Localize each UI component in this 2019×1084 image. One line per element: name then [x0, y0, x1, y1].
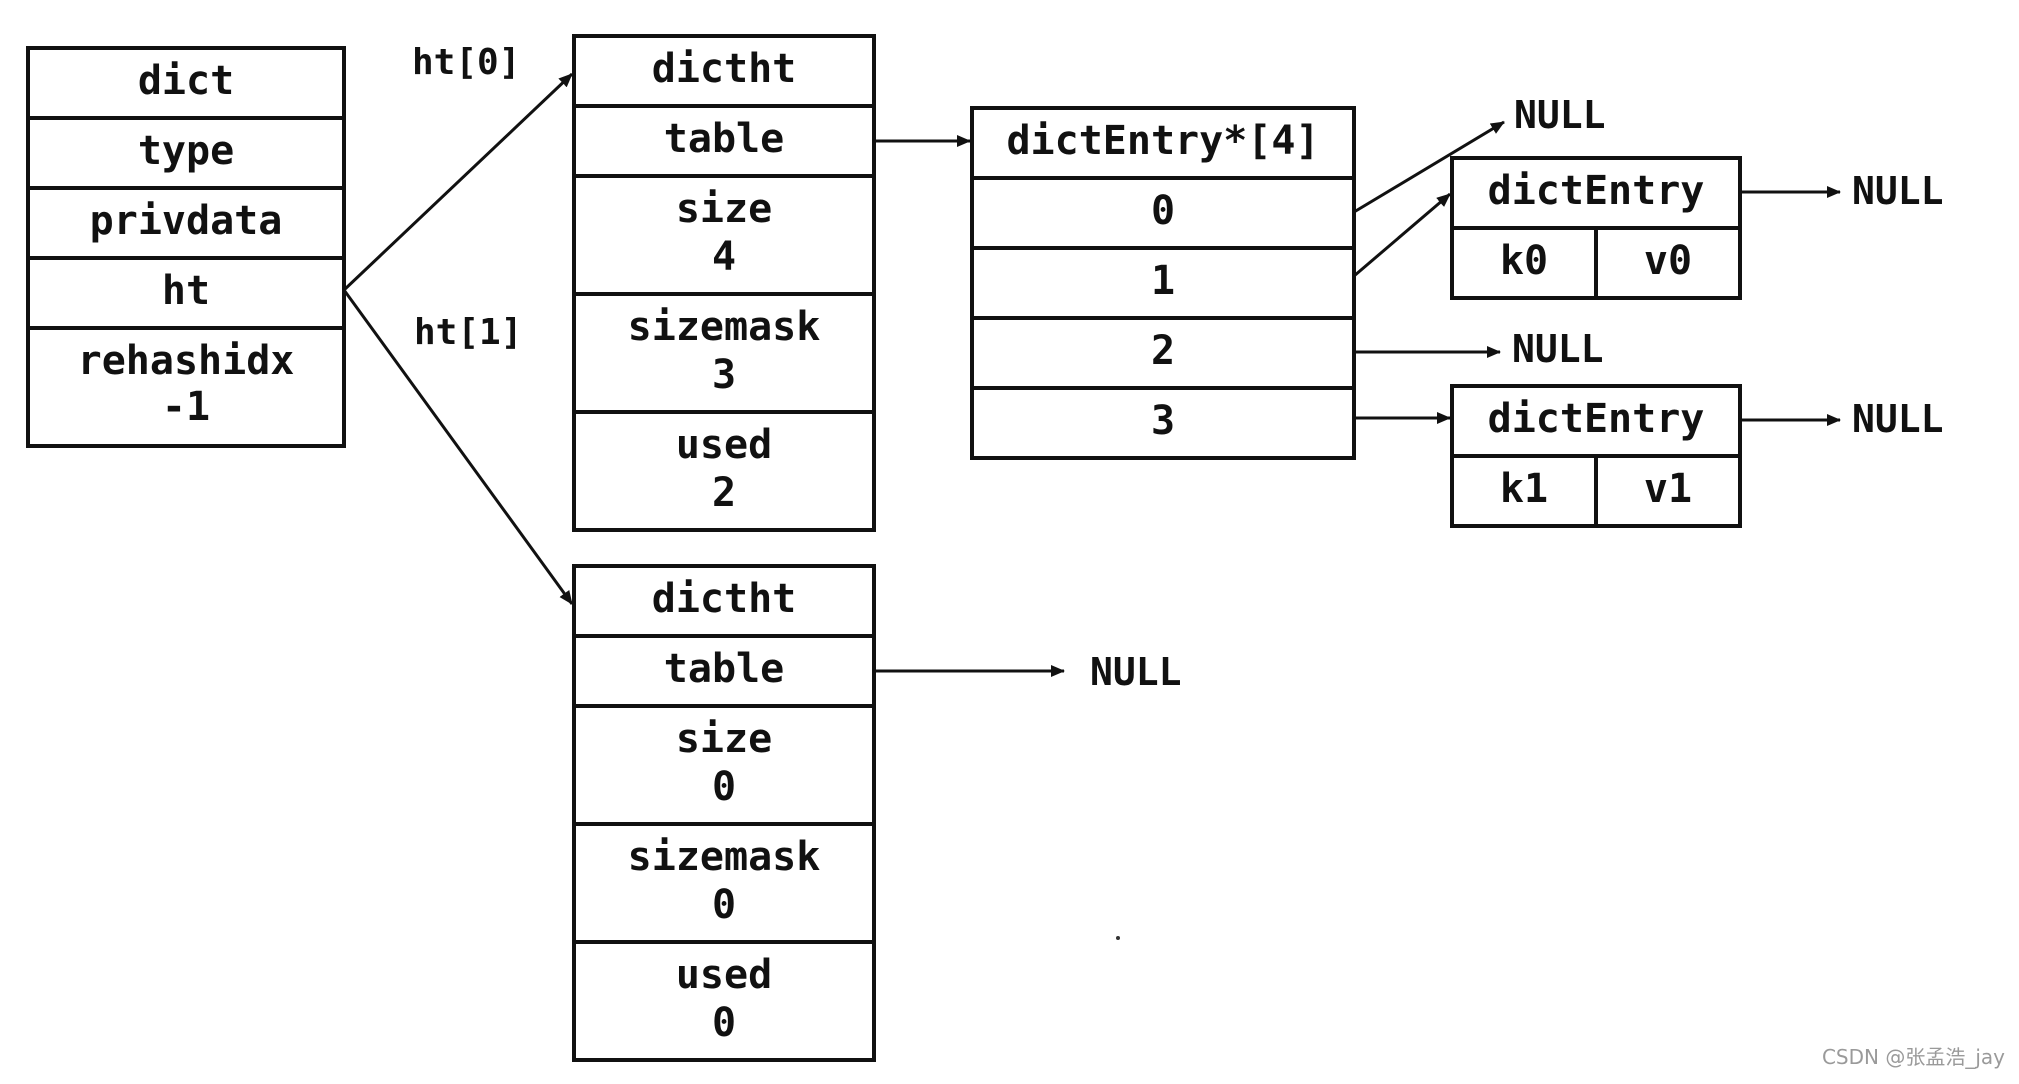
entry1-key-cell — [1450, 454, 1598, 528]
dictht0-size-cell — [572, 174, 876, 296]
bucket-1-index: 1 — [1151, 258, 1175, 304]
entry0-value: v0 — [1644, 238, 1692, 284]
dictht1-sizemask-label: sizemask — [628, 834, 821, 880]
dictht0-title: dictht — [652, 46, 797, 92]
bucket-0-null: NULL — [1514, 93, 1606, 137]
stray-dot — [1116, 936, 1120, 940]
entry1-value: v1 — [1644, 466, 1692, 512]
bucket-0-cell — [970, 176, 1356, 250]
dictht1-used-value: 0 — [712, 1000, 736, 1046]
dictht0-used-cell — [572, 410, 876, 532]
dictht0-sizemask-value: 3 — [712, 352, 736, 398]
bucket-2-index: 2 — [1151, 328, 1175, 374]
dictht1-used-cell — [572, 940, 876, 1062]
dictht0-size-label: size — [676, 186, 772, 232]
dictht0-title-cell — [572, 34, 876, 108]
dictht1-size-value: 0 — [712, 764, 736, 810]
ht0-pointer-arrow — [342, 72, 574, 292]
bucket-0-index: 0 — [1151, 188, 1175, 234]
dictht0-sizemask-cell — [572, 292, 876, 414]
dictht0-sizemask-label: sizemask — [628, 304, 821, 350]
dict-field-ht: ht — [162, 268, 210, 314]
dict-field-type: type — [138, 128, 234, 174]
bucket-array: dictEntry*[4] 0 1 2 3 — [970, 106, 1356, 460]
dictht0-table: table — [664, 116, 784, 162]
dictht-0: dictht table size 4 sizemask 3 used 2 — [572, 34, 876, 532]
dict-struct: dict type privdata ht rehashidx -1 — [26, 46, 346, 448]
dict-title: dict — [138, 58, 234, 104]
bucket-array-title-cell — [970, 106, 1356, 180]
entry0-value-cell — [1594, 226, 1742, 300]
bucket-1-cell — [970, 246, 1356, 320]
dictht1-table-null: NULL — [1090, 650, 1182, 694]
dictht1-title: dictht — [652, 576, 797, 622]
dict-entry-0: dictEntry k0 v0 — [1450, 156, 1742, 300]
entry0-title: dictEntry — [1488, 168, 1705, 214]
dictht0-size-value: 4 — [712, 234, 736, 280]
dictht-1: dictht table size 0 sizemask 0 used 0 — [572, 564, 876, 1062]
bucket-2-cell — [970, 316, 1356, 390]
dict-rehashidx-cell — [26, 326, 346, 448]
dictht1-size-cell — [572, 704, 876, 826]
dict-field-ht-cell — [26, 256, 346, 330]
dictht1-sizemask-value: 0 — [712, 882, 736, 928]
dictht1-table: table — [664, 646, 784, 692]
bucket-1-entry-arrow — [1353, 192, 1451, 278]
dictht1-used-label: used — [676, 952, 772, 998]
entry1-title: dictEntry — [1488, 396, 1705, 442]
dict-rehashidx-label: rehashidx — [78, 338, 295, 384]
dict-field-privdata: privdata — [90, 198, 283, 244]
ht0-pointer-label: ht[0] — [412, 42, 520, 83]
bucket-3-index: 3 — [1151, 398, 1175, 444]
bucket-2-null: NULL — [1512, 327, 1604, 371]
entry1-next-null: NULL — [1852, 397, 1944, 441]
dictht1-sizemask-cell — [572, 822, 876, 944]
dict-title-cell — [26, 46, 346, 120]
dictht0-used-value: 2 — [712, 470, 736, 516]
ht1-pointer-arrow — [342, 289, 574, 605]
bucket-0-null-arrow — [1353, 120, 1505, 214]
dict-rehashidx-value: -1 — [162, 384, 210, 430]
dictht0-used-label: used — [676, 422, 772, 468]
dictht1-size-label: size — [676, 716, 772, 762]
bucket-array-title: dictEntry*[4] — [1006, 118, 1319, 164]
entry1-key: k1 — [1500, 466, 1548, 512]
entry1-value-cell — [1594, 454, 1742, 528]
dict-entry-1: dictEntry k1 v1 — [1450, 384, 1742, 528]
csdn-watermark: CSDN @张孟浩_jay — [1821, 1045, 2005, 1069]
ht1-pointer-label: ht[1] — [414, 312, 522, 353]
entry0-key: k0 — [1500, 238, 1548, 284]
entry0-next-null: NULL — [1852, 169, 1944, 213]
bucket-3-cell — [970, 386, 1356, 460]
